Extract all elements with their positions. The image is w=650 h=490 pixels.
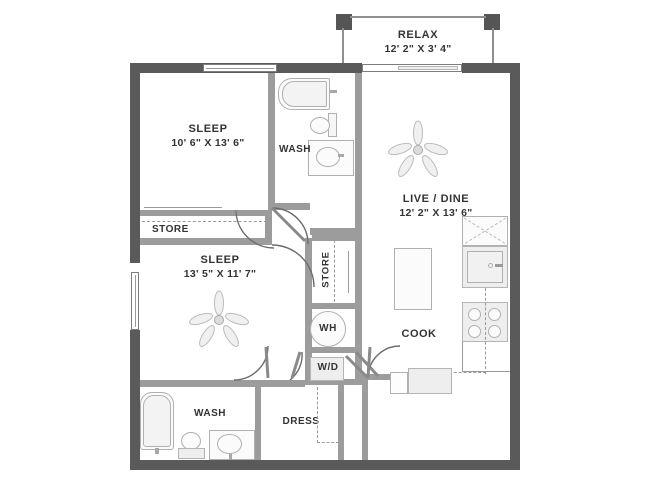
kitchen-sink-counter bbox=[408, 368, 452, 394]
window-top-bedroom-mullion bbox=[206, 68, 274, 69]
store-center-rod bbox=[348, 251, 349, 293]
sliding-door-panel[interactable] bbox=[398, 66, 458, 70]
exterior-wall-right bbox=[510, 63, 520, 470]
live-dine-name: LIVE / DINE bbox=[402, 193, 470, 205]
washer-dryer-unit bbox=[310, 357, 344, 381]
toilet-lower-tank bbox=[178, 448, 205, 459]
upper-cabinet bbox=[462, 216, 508, 246]
interior-wall-store-center-bottom bbox=[305, 303, 362, 309]
interior-wall-bed1-wash bbox=[268, 73, 275, 210]
interior-wall-wash-bottom bbox=[268, 203, 310, 210]
dress-shelf-horizontal bbox=[317, 442, 339, 443]
room-label-live-dine: LIVE / DINE 12' 2" X 13' 6" bbox=[372, 192, 500, 220]
label-wash-lower: WASH bbox=[194, 408, 226, 419]
room-label-sleep-2: SLEEP 13' 5" X 11' 7" bbox=[150, 253, 290, 281]
door-wash-upper bbox=[270, 206, 309, 245]
balcony-post-right bbox=[484, 14, 500, 30]
bathtub-upper-faucet bbox=[330, 90, 337, 93]
dining-table bbox=[394, 248, 432, 310]
refrigerator-body bbox=[467, 251, 503, 283]
interior-wall-wh-right bbox=[355, 303, 362, 353]
ceiling-fan-living-dine bbox=[388, 120, 448, 177]
label-store-center: STORE bbox=[320, 251, 332, 288]
dress-shelf-vertical bbox=[317, 387, 318, 443]
exterior-wall-left-upper bbox=[130, 63, 140, 263]
interior-wall-store-left-right-cap bbox=[265, 210, 272, 245]
balcony-rail-top bbox=[350, 16, 486, 18]
balcony-rail-right bbox=[492, 28, 494, 66]
interior-wall-store-left-bottom bbox=[140, 238, 272, 245]
interior-wall-cook-left bbox=[362, 380, 368, 460]
bathtub-lower-inner bbox=[143, 395, 171, 447]
sink-lower-faucet bbox=[229, 454, 232, 460]
bathtub-upper-inner bbox=[282, 81, 327, 107]
kitchen-sink-basin bbox=[390, 372, 408, 394]
burner-3 bbox=[468, 325, 481, 338]
exterior-wall-top-right bbox=[462, 63, 520, 73]
vanity-upper bbox=[308, 140, 354, 176]
sink-lower-basin bbox=[217, 434, 242, 454]
sleep-1-dims: 10' 6" X 13' 6" bbox=[171, 137, 245, 149]
refrigerator-knob bbox=[488, 263, 493, 268]
toilet-upper-bowl bbox=[310, 117, 330, 134]
label-water-heater: WH bbox=[319, 323, 337, 334]
room-label-relax: RELAX 12' 2" X 3' 4" bbox=[336, 28, 500, 56]
interior-wall-dress-right bbox=[338, 385, 344, 460]
burner-2 bbox=[488, 308, 501, 321]
interior-wall-store-center-top bbox=[312, 235, 362, 241]
room-label-sleep-1: SLEEP 10' 6" X 13' 6" bbox=[150, 122, 266, 150]
interior-wall-lower-bath-top bbox=[140, 380, 305, 387]
store-left-shelf bbox=[142, 221, 267, 222]
interior-wall-store-center-right bbox=[355, 235, 362, 307]
window-left-bedroom-mullion bbox=[135, 275, 136, 327]
exterior-wall-bottom bbox=[130, 460, 520, 470]
interior-wall-lower-bath-dress bbox=[255, 387, 261, 460]
interior-wall-wash-bottom-right bbox=[310, 228, 362, 235]
label-dress: DRESS bbox=[282, 416, 320, 427]
balcony-post-left bbox=[336, 14, 352, 30]
kitchen-counter-edge bbox=[462, 342, 463, 372]
refrigerator-handle bbox=[495, 264, 503, 267]
interior-wall-wash-living bbox=[355, 73, 362, 228]
label-wash-upper: WASH bbox=[279, 144, 311, 155]
interior-wall-wd-bottom bbox=[305, 379, 362, 385]
relax-name: RELAX bbox=[397, 29, 439, 41]
sink-upper-basin bbox=[316, 147, 340, 167]
label-washer-dryer: W/D bbox=[317, 362, 339, 373]
label-cook: COOK bbox=[401, 328, 437, 340]
store-left-rod bbox=[144, 207, 222, 208]
relax-dims: 12' 2" X 3' 4" bbox=[384, 43, 452, 55]
interior-wall-store-left-top bbox=[140, 210, 270, 216]
label-store-left: STORE bbox=[152, 224, 189, 235]
bathtub-lower-faucet bbox=[155, 448, 159, 454]
interior-wall-bed2-hall bbox=[305, 238, 312, 380]
burner-4 bbox=[488, 325, 501, 338]
exterior-wall-bottom-step bbox=[130, 380, 140, 470]
store-center-shelf bbox=[334, 240, 335, 302]
water-heater-circle bbox=[310, 311, 346, 347]
kitchen-counter-bottom bbox=[462, 371, 510, 372]
burner-1 bbox=[468, 308, 481, 321]
door-wash-lower bbox=[233, 345, 270, 381]
live-dine-dims: 12' 2" X 13' 6" bbox=[399, 207, 473, 219]
interior-wall-wh-bottom bbox=[305, 347, 362, 353]
kitchen-base-cabinet-dash bbox=[485, 288, 486, 374]
ceiling-fan-bedroom bbox=[189, 290, 249, 347]
sink-upper-faucet bbox=[338, 154, 344, 157]
balcony-rail-left bbox=[342, 28, 344, 66]
exterior-wall-top-wash bbox=[336, 63, 362, 73]
sleep-2-name: SLEEP bbox=[200, 254, 240, 266]
sleep-1-name: SLEEP bbox=[188, 123, 228, 135]
sleep-2-dims: 13' 5" X 11' 7" bbox=[183, 268, 257, 280]
door-dress bbox=[289, 351, 303, 381]
